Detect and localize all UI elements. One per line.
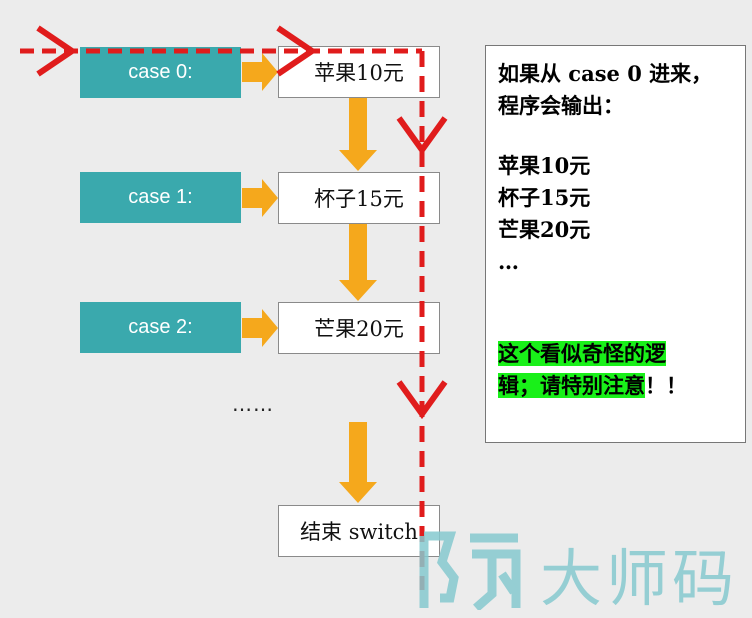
item-box-cup: 杯子15元 [278,172,440,224]
item-apple-label: 苹果10元 [314,61,404,85]
execution-path [20,48,425,590]
arrow-case2-to-mango [242,309,278,347]
arrow-dots-to-end [339,422,377,503]
arrow-apple-to-cup [339,98,377,171]
case-1-label: case 1: [128,186,193,208]
case-1-box: case 1: [80,172,241,223]
chevron-down-1-icon [396,116,448,156]
arrow-cup-to-mango [339,224,377,301]
ellipsis-text: …… [232,392,274,416]
output-line-4: … [498,249,519,274]
end-switch-box: 结束 switch [278,505,440,557]
note-line-2: 程序会输出： [498,93,624,118]
warning-line-1: 这个看似奇怪的逻 [498,338,737,370]
item-mango-label: 芒果20元 [314,317,404,341]
chevron-right-1-icon [36,25,78,77]
warning-exclaim: ！！ [645,373,687,398]
output-line-2: 杯子15元 [498,185,591,210]
warning-line-2: 辑；请特别注意！！ [498,370,737,402]
warning-highlight-1: 这个看似奇怪的逻 [498,341,666,366]
vertical-arrows [339,98,377,503]
case-0-box: case 0: [80,47,241,98]
path-chevrons [36,25,448,420]
horizontal-arrows [242,53,278,347]
arrow-case0-to-apple [242,53,278,91]
arrow-case1-to-cup [242,179,278,217]
output-note: 如果从 case 0 进来， 程序会输出： 苹果10元 杯子15元 芒果20元 … [485,45,746,443]
watermark-logo [419,531,521,610]
note-line-1: 如果从 case 0 进来， [498,61,713,86]
end-switch-label: 结束 switch [300,520,418,544]
item-box-apple: 苹果10元 [278,46,440,98]
case-2-box: case 2: [80,302,241,353]
case-0-label: case 0: [128,61,193,83]
output-line-1: 苹果10元 [498,153,591,178]
warning-highlight-2: 辑；请特别注意 [498,373,645,398]
output-line-3: 芒果20元 [498,217,591,242]
case-2-label: case 2: [128,316,193,338]
chevron-right-2-icon [276,25,318,77]
watermark-text: 大师码 [540,542,739,615]
item-cup-label: 杯子15元 [314,187,404,211]
item-box-mango: 芒果20元 [278,302,440,354]
chevron-down-2-icon [396,380,448,420]
